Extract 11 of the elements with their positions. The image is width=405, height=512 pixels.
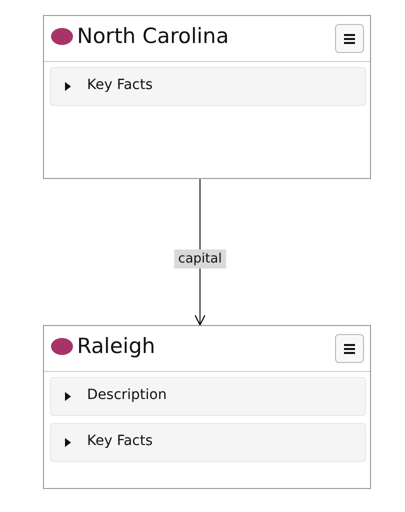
card-title: Raleigh bbox=[77, 334, 156, 358]
card bbox=[43, 15, 371, 179]
card bbox=[43, 325, 371, 489]
edge-label: capital bbox=[174, 250, 226, 268]
accordion-item bbox=[50, 67, 366, 106]
accordion-label: Description bbox=[87, 387, 167, 403]
accordion-label: Key Facts bbox=[87, 77, 153, 93]
accordion-item bbox=[50, 377, 366, 416]
accordion-label: Key Facts bbox=[87, 433, 153, 449]
card-title: North Carolina bbox=[77, 24, 229, 48]
accordion-item bbox=[50, 423, 366, 462]
